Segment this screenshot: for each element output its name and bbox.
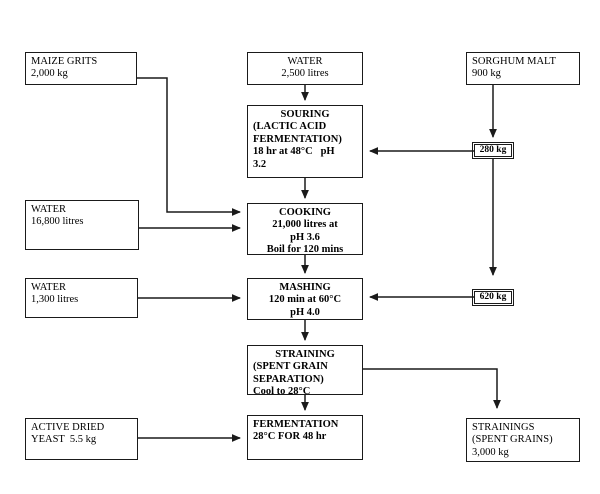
node-cooking-line-3: Boil for 120 mins [266, 244, 344, 256]
tag-malt-to-souring[interactable]: 280 kg [472, 142, 514, 159]
node-yeast-line-0: ACTIVE DRIED [31, 422, 105, 433]
node-straining-line-1: (SPENT GRAIN [253, 361, 328, 373]
node-mashing-line-1: 120 min at 60°C [268, 294, 342, 306]
node-strainings[interactable]: STRAININGS (SPENT GRAINS) 3,000 kg [466, 418, 580, 462]
node-water-cooking[interactable]: WATER 16,800 litres [25, 200, 139, 250]
node-souring[interactable]: SOURING (LACTIC ACID FERMENTATION) 18 hr… [247, 105, 363, 178]
node-sorghum-malt-line-0: SORGHUM MALT [472, 56, 556, 67]
node-souring-line-3: 18 hr at 48°C pH [253, 146, 335, 158]
node-maize-grits-line-1: 2,000 kg [31, 68, 68, 80]
node-water-mashing-line-0: WATER [31, 282, 66, 293]
node-water-top[interactable]: WATER 2,500 litres [247, 52, 363, 85]
node-water-cooking-line-1: 16,800 litres [31, 216, 84, 228]
node-cooking-line-1: 21,000 litres at [272, 219, 338, 231]
wire-straining-to-strainings [363, 368, 501, 409]
node-straining-line-0: STRAINING [275, 349, 335, 360]
node-straining-line-2: SEPARATION) [253, 373, 324, 385]
node-yeast-line-1: YEAST 5.5 kg [31, 434, 97, 446]
node-fermentation-line-1: 28°C FOR 48 hr [253, 431, 327, 443]
node-sorghum-malt-line-1: 900 kg [472, 68, 501, 80]
tag-malt-to-mashing[interactable]: 620 kg [472, 289, 514, 306]
node-water-top-line-1: 2,500 litres [281, 68, 329, 80]
node-strainings-line-1: (SPENT GRAINS) [472, 434, 553, 446]
node-cooking-line-0: COOKING [279, 207, 331, 218]
node-strainings-line-2: 3,000 kg [472, 446, 509, 458]
node-water-top-line-0: WATER [287, 56, 323, 67]
wire-maize-grits-to-cooking [137, 77, 241, 216]
diagram-title: Opaque beer brewing process flow diagram [0, 21, 1, 22]
node-straining[interactable]: STRAINING (SPENT GRAIN SEPARATION) Cool … [247, 345, 363, 398]
node-straining-line-3: Cool to 28°C [253, 386, 311, 398]
node-strainings-line-0: STRAININGS [472, 422, 535, 433]
node-souring-line-1: (LACTIC ACID [253, 121, 327, 133]
node-sorghum-malt[interactable]: SORGHUM MALT 900 kg [466, 52, 580, 85]
node-souring-line-0: SOURING [280, 109, 330, 120]
node-cooking[interactable]: COOKING 21,000 litres at pH 3.6 Boil for… [247, 203, 363, 255]
node-maize-grits[interactable]: MAIZE GRITS 2,000 kg [25, 52, 137, 85]
node-fermentation-line-0: FERMENTATION [253, 419, 339, 430]
node-mashing[interactable]: MASHING 120 min at 60°C pH 4.0 [247, 278, 363, 320]
node-water-cooking-line-0: WATER [31, 204, 66, 215]
node-cooking-line-2: pH 3.6 [290, 231, 320, 243]
node-maize-grits-line-0: MAIZE GRITS [31, 56, 98, 67]
node-souring-line-4: 3.2 [253, 158, 267, 170]
node-mashing-line-0: MASHING [279, 282, 331, 293]
node-mashing-line-2: pH 4.0 [290, 306, 320, 318]
node-water-mashing-line-1: 1,300 litres [31, 294, 79, 306]
node-active-dried-yeast[interactable]: ACTIVE DRIED YEAST 5.5 kg [25, 418, 138, 460]
node-fermentation[interactable]: FERMENTATION 28°C FOR 48 hr [247, 415, 363, 460]
node-water-mashing[interactable]: WATER 1,300 litres [25, 278, 138, 318]
node-souring-line-2: FERMENTATION) [253, 133, 342, 145]
